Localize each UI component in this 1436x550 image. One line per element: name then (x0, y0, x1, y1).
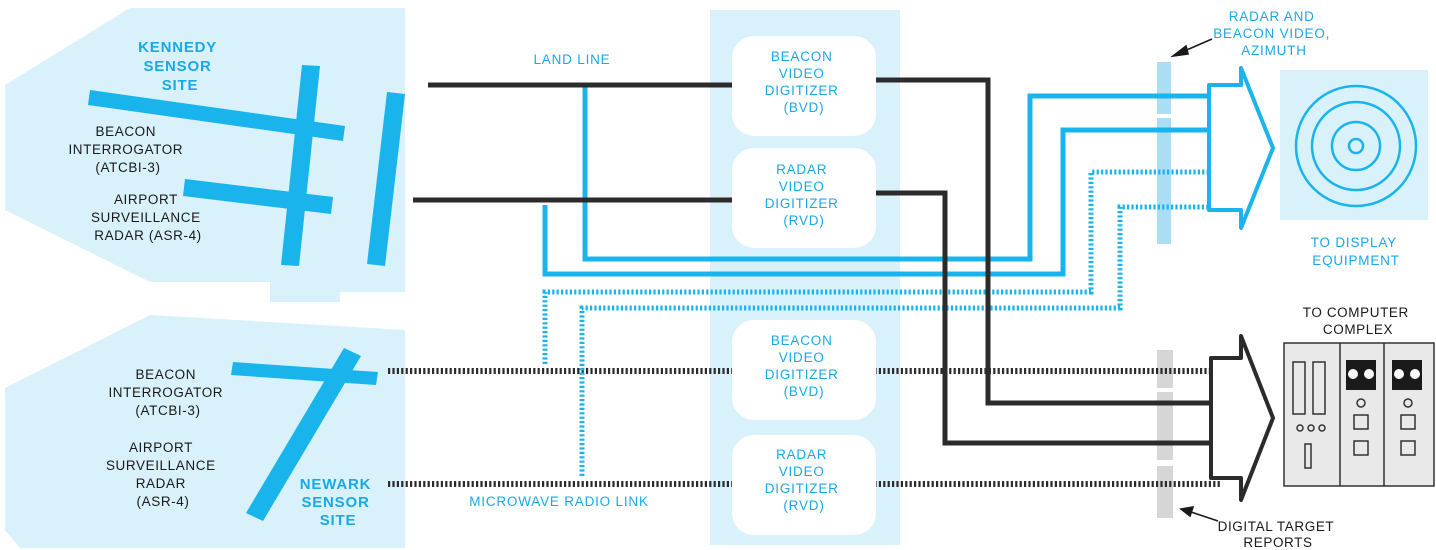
radar-pointer-head (1170, 44, 1189, 58)
display-equipment-panel (1280, 70, 1428, 220)
digital-pointer-head (1179, 505, 1195, 518)
computer-complex-icon (1283, 342, 1435, 487)
display-equipment-label: TO DISPLAY EQUIPMENT (1311, 235, 1402, 268)
digitizer-box-4 (732, 435, 876, 535)
pointer-arrows (1170, 38, 1219, 522)
kennedy-runways (88, 65, 405, 266)
digital-pointer-line (1190, 511, 1219, 522)
kennedy-title: KENNEDY SENSOR SITE (138, 39, 222, 94)
land-line-label: LAND LINE (534, 52, 611, 67)
display-scope-icon (1294, 84, 1418, 208)
radar-video-bars (1157, 62, 1171, 244)
newark-runways (231, 348, 378, 521)
newark-beacon-label: BEACON INTERROGATOR (ATCBI-3) (108, 367, 227, 418)
digitizer-box-3 (732, 320, 876, 420)
microwave-dotted-links (388, 368, 1220, 487)
digital-report-bars (1157, 350, 1173, 518)
digitizer-label-4: RADAR VIDEO DIGITIZER (RVD) (765, 447, 844, 513)
black-land-links (413, 77, 1216, 446)
computer-arrow (1209, 334, 1275, 502)
kennedy-radar-label: AIRPORT SURVEILLANCE RADAR (ASR-4) (91, 192, 205, 243)
digital-target-reports-label: DIGITAL TARGET REPORTS (1218, 519, 1339, 550)
digitizer-label-1: BEACON VIDEO DIGITIZER (BVD) (765, 49, 844, 115)
blue-dotted-links (542, 169, 1216, 476)
digitizer-box-1 (732, 36, 876, 136)
digitizer-box-2 (732, 148, 876, 248)
microwave-link-label: MICROWAVE RADIO LINK (469, 494, 649, 509)
newark-title: NEWARK SENSOR SITE (300, 476, 376, 529)
display-arrow (1207, 66, 1275, 230)
kennedy-beacon-label: BEACON INTERROGATOR (ATCBI-3) (68, 124, 187, 175)
radar-beacon-video-label: RADAR AND BEACON VIDEO, AZIMUTH (1213, 9, 1335, 58)
newark-radar-label: AIRPORT SURVEILLANCE RADAR (ASR-4) (106, 440, 220, 509)
computer-complex-label: TO COMPUTER COMPLEX (1303, 305, 1413, 337)
digitizer-boxes (732, 36, 876, 535)
digitizer-label-3: BEACON VIDEO DIGITIZER (BVD) (765, 333, 844, 399)
digitizer-label-2: RADAR VIDEO DIGITIZER (RVD) (765, 162, 844, 228)
